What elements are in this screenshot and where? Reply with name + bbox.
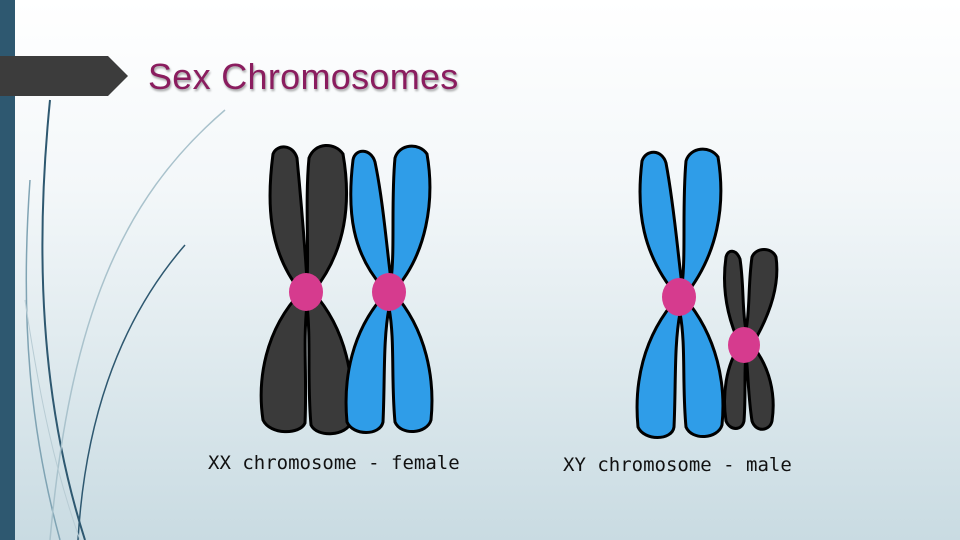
centromere-dot — [662, 278, 696, 316]
centromere-dot — [372, 273, 406, 311]
left-accent-bar — [0, 0, 15, 540]
xy-caption: XY chromosome - male — [563, 454, 792, 476]
centromere-dot — [728, 327, 760, 363]
title-arrow-shape — [0, 56, 128, 96]
xy-chromosome-diagram — [635, 147, 779, 439]
slide-title: Sex Chromosomes — [148, 56, 459, 97]
xx-caption: XX chromosome - female — [208, 452, 460, 474]
xx-chromosome-diagram — [259, 144, 434, 436]
centromere-dot — [289, 273, 323, 311]
